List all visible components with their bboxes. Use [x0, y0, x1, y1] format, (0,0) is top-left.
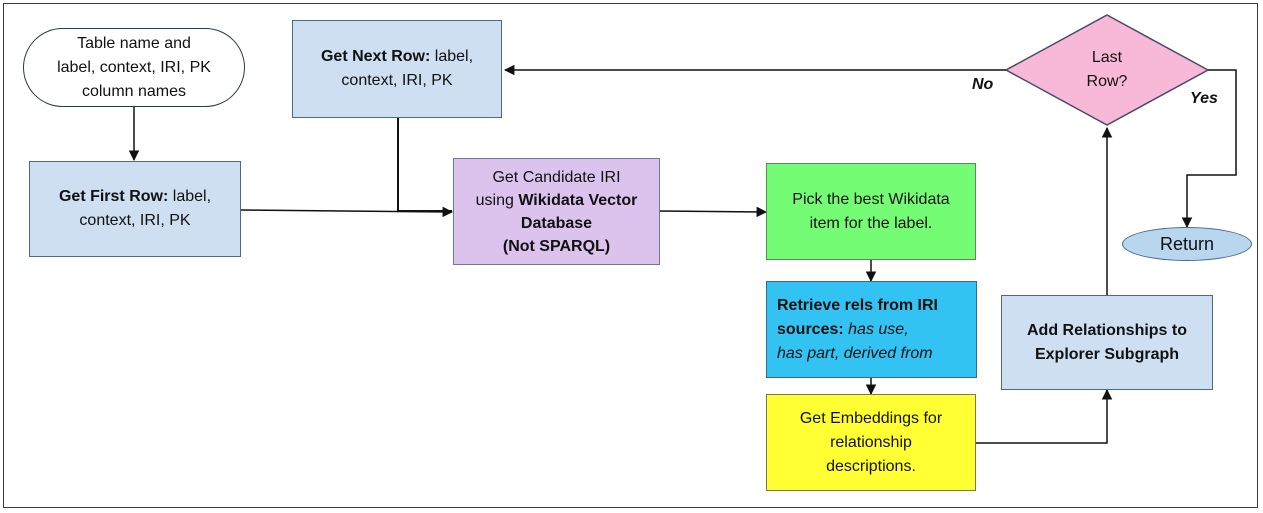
return-label: Return [1159, 234, 1215, 254]
add-rel-line-2: Explorer Subgraph [1034, 345, 1180, 363]
next-row-line-1: Get Next Row: label, [321, 45, 473, 69]
first-row-heading: Get First Row: [58, 188, 169, 205]
next-row-heading: Get Next Row: [320, 48, 431, 65]
first-row-label-text: label, [168, 188, 212, 205]
embeddings-box: Get Embeddings for relationship descript… [766, 394, 976, 491]
first-row-line-1: Get First Row: label, [59, 185, 211, 209]
candidate-using-text: using [475, 191, 519, 209]
start-terminator: Table name and label, context, IRI, PK c… [23, 28, 245, 107]
start-line-1: Table name and [77, 34, 191, 52]
edge-decision-to-return [1181, 69, 1237, 229]
next-row-box: Get Next Row: label, context, IRI, PK [292, 20, 502, 118]
retrieve-rels-box: Retrieve rels from IRI sources: has use,… [766, 281, 977, 378]
decision-line-1: Last [1091, 49, 1123, 66]
embeddings-line-1: Get Embeddings for [799, 409, 943, 427]
next-row-line-2: context, IRI, PK [341, 72, 453, 89]
start-line-2: label, context, IRI, PK [57, 58, 211, 76]
pick-best-box: Pick the best Wikidata item for the labe… [766, 163, 976, 260]
candidate-iri-box: Get Candidate IRI using Wikidata Vector … [453, 158, 660, 265]
pick-line-2: item for the label. [809, 214, 933, 232]
diagram-frame [3, 3, 1258, 508]
retrieve-line-3: has part, derived from [777, 344, 933, 362]
first-row-box: Get First Row: label, context, IRI, PK [29, 161, 241, 257]
edge-candidate-to-pick [659, 206, 768, 218]
retrieve-line-1: Retrieve rels from IRI [777, 296, 938, 314]
start-line-3: column names [81, 82, 187, 100]
next-row-label-text: label, [430, 48, 474, 65]
candidate-vector-text: Wikidata Vector [518, 191, 638, 209]
embeddings-line-2: relationship [830, 433, 912, 451]
retrieve-has-use-text: has use, [843, 320, 909, 338]
edge-label-no: No [972, 76, 994, 93]
candidate-line-1: Get Candidate IRI [492, 168, 621, 186]
add-relationships-box: Add Relationships to Explorer Subgraph [1001, 295, 1213, 390]
candidate-line-4: (Not SPARQL) [502, 237, 611, 255]
candidate-line-3: Database [520, 214, 593, 232]
decision-diamond [1004, 14, 1210, 126]
retrieve-line-2: sources: has use, [777, 318, 909, 342]
retrieve-sources-text: sources: [777, 320, 844, 338]
candidate-line-2: using Wikidata Vector [476, 189, 638, 212]
decision-line-2: Row? [1086, 73, 1128, 90]
edge-next-row-to-candidate [397, 118, 452, 212]
pick-line-1: Pick the best Wikidata [792, 190, 950, 208]
embeddings-line-3: descriptions. [826, 457, 916, 475]
return-terminator: Return [1122, 227, 1252, 261]
edge-embeddings-to-add-rel [976, 388, 1113, 444]
add-rel-line-1: Add Relationships to [1027, 321, 1187, 339]
edge-label-yes: Yes [1190, 90, 1218, 107]
decision-label: Last Row? [1057, 46, 1157, 94]
first-row-line-2: context, IRI, PK [79, 212, 191, 229]
